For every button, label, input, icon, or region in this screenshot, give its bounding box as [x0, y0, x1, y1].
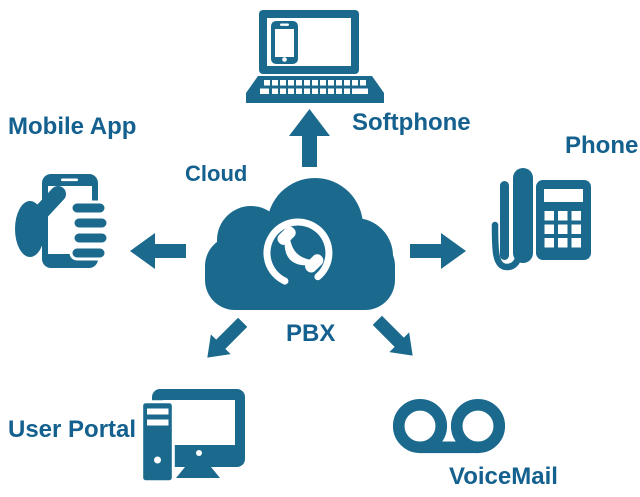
cloud-phone-icon	[203, 178, 397, 310]
laptop-softphone-icon	[246, 10, 384, 104]
cloud-label: Cloud	[185, 161, 248, 186]
softphone-label: Softphone	[352, 109, 471, 136]
mobile-app-label: Mobile App	[8, 113, 137, 140]
desk-phone-icon	[488, 150, 593, 275]
hand-smartphone-icon	[14, 172, 108, 270]
phone-label: Phone	[565, 132, 639, 159]
arrow-up-to-softphone-icon	[289, 109, 330, 167]
arrow-down-right-to-voicemail-icon	[368, 311, 422, 365]
arrow-down-left-to-user-portal-icon	[198, 313, 252, 367]
arrow-left-to-mobile-app-icon	[130, 233, 186, 269]
arrow-right-to-phone-icon	[410, 233, 466, 269]
pbx-label: PBX	[286, 320, 336, 347]
desktop-computer-icon	[138, 387, 248, 483]
voicemail-label: VoiceMail	[449, 463, 558, 490]
user-portal-label: User Portal	[8, 416, 137, 443]
voicemail-reel-icon	[390, 398, 508, 456]
